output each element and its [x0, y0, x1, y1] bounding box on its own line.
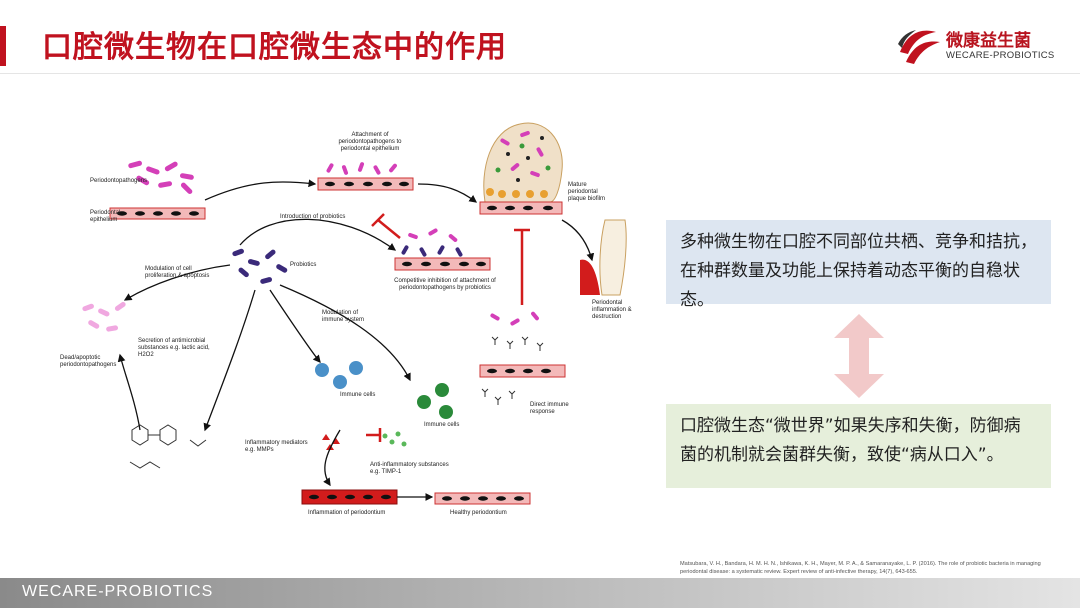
probiotic-rods — [232, 248, 288, 284]
label-epithelium: Periodontal epithelium — [90, 210, 121, 223]
periodontal-probiotics-figure: Periodontopathogens Periodontal epitheli… — [40, 110, 640, 540]
label-introduction: Introduction of probiotics — [280, 214, 346, 220]
header: 口腔微生物在口腔微生态中的作用 微康益生菌 WECARE-PROBIOTICS — [0, 0, 1080, 80]
label-competitive: Competitive inhibition of attachment of … — [394, 278, 496, 291]
label-periodontopathogens: Periodontopathogens — [90, 178, 148, 184]
epithelium-strip-attachment — [317, 162, 414, 191]
tooth-inflammation — [580, 219, 627, 296]
label-direct-immune: Direct immune response — [530, 402, 569, 415]
label-dead-pathogens: Dead/apoptotic periodontopathogens — [60, 355, 117, 368]
reference-citation: Matsubara, V. H., Bandara, H. M. H. N., … — [680, 561, 1041, 575]
label-immune-cells-2: Immune cells — [424, 422, 460, 428]
label-inflammation-destruction: Periodontal inflammation & destruction — [592, 300, 632, 320]
epithelium-strip-healthy — [434, 492, 531, 505]
periodontopathogen-rods — [128, 160, 194, 195]
label-inflammatory-mediators: Inflammatory mediators e.g. MMPs — [245, 440, 308, 453]
label-attachment: Attachment of periodontopathogens to per… — [338, 132, 402, 152]
brand-logo: 微康益生菌 WECARE-PROBIOTICS — [896, 22, 1054, 68]
dead-pathogens — [82, 301, 126, 332]
logo-mark-icon — [898, 30, 940, 64]
label-modulation-cell: Modulation of cell proliferation & apopt… — [145, 266, 210, 279]
epithelium-strip-competitive — [394, 228, 491, 271]
anti-inflammatory-dots — [382, 431, 407, 447]
label-inflammation-periodontium: Inflammation of periodontium — [308, 510, 386, 516]
logo-chinese-text: 微康益生菌 — [946, 31, 1031, 51]
label-mature-biofilm: Mature periodontal plaque biofilm — [568, 182, 606, 202]
header-divider — [0, 73, 1080, 74]
inhibition-markers — [366, 213, 530, 442]
immune-cells-green — [417, 383, 453, 419]
label-immune-cells-1: Immune cells — [340, 392, 376, 398]
label-secretion: Secretion of antimicrobial substances e.… — [138, 338, 210, 358]
label-probiotics: Probiotics — [290, 262, 317, 268]
logo-english-text: WECARE-PROBIOTICS — [946, 50, 1055, 61]
inflammatory-mediators — [322, 434, 340, 450]
figure-illustration — [82, 122, 627, 505]
footer-band: WECARE-PROBIOTICS — [0, 578, 1080, 608]
info-box-balance: 多种微生物在口腔不同部位共栖、竞争和拮抗，在种群数量及功能上保持着动态平衡的自稳… — [666, 220, 1051, 310]
label-anti-inflammatory: Anti-inflammatory substances e.g. TIMP-1 — [370, 462, 449, 475]
chemical-structures — [129, 424, 207, 469]
mature-biofilm — [479, 122, 563, 215]
immune-cells-blue — [315, 361, 363, 389]
epithelium-strip-inflamed — [301, 489, 398, 505]
info-box-imbalance: 口腔微生态“微世界”如果失序和失衡，防御病菌的机制就会菌群失衡，致使“病从口入”… — [666, 404, 1051, 488]
epithelium-strip-1 — [109, 207, 206, 220]
footer-brand-text: WECARE-PROBIOTICS — [22, 583, 214, 600]
label-healthy-periodontium: Healthy periodontium — [450, 510, 507, 516]
title-accent-bar — [0, 26, 6, 66]
double-arrow-icon — [834, 314, 884, 398]
flow-arrows — [117, 179, 595, 501]
epithelium-strip-immune — [479, 311, 566, 405]
label-modulation-immune: Modulation of immune system — [322, 310, 365, 323]
page-title: 口腔微生物在口腔微生态中的作用 — [42, 30, 507, 65]
